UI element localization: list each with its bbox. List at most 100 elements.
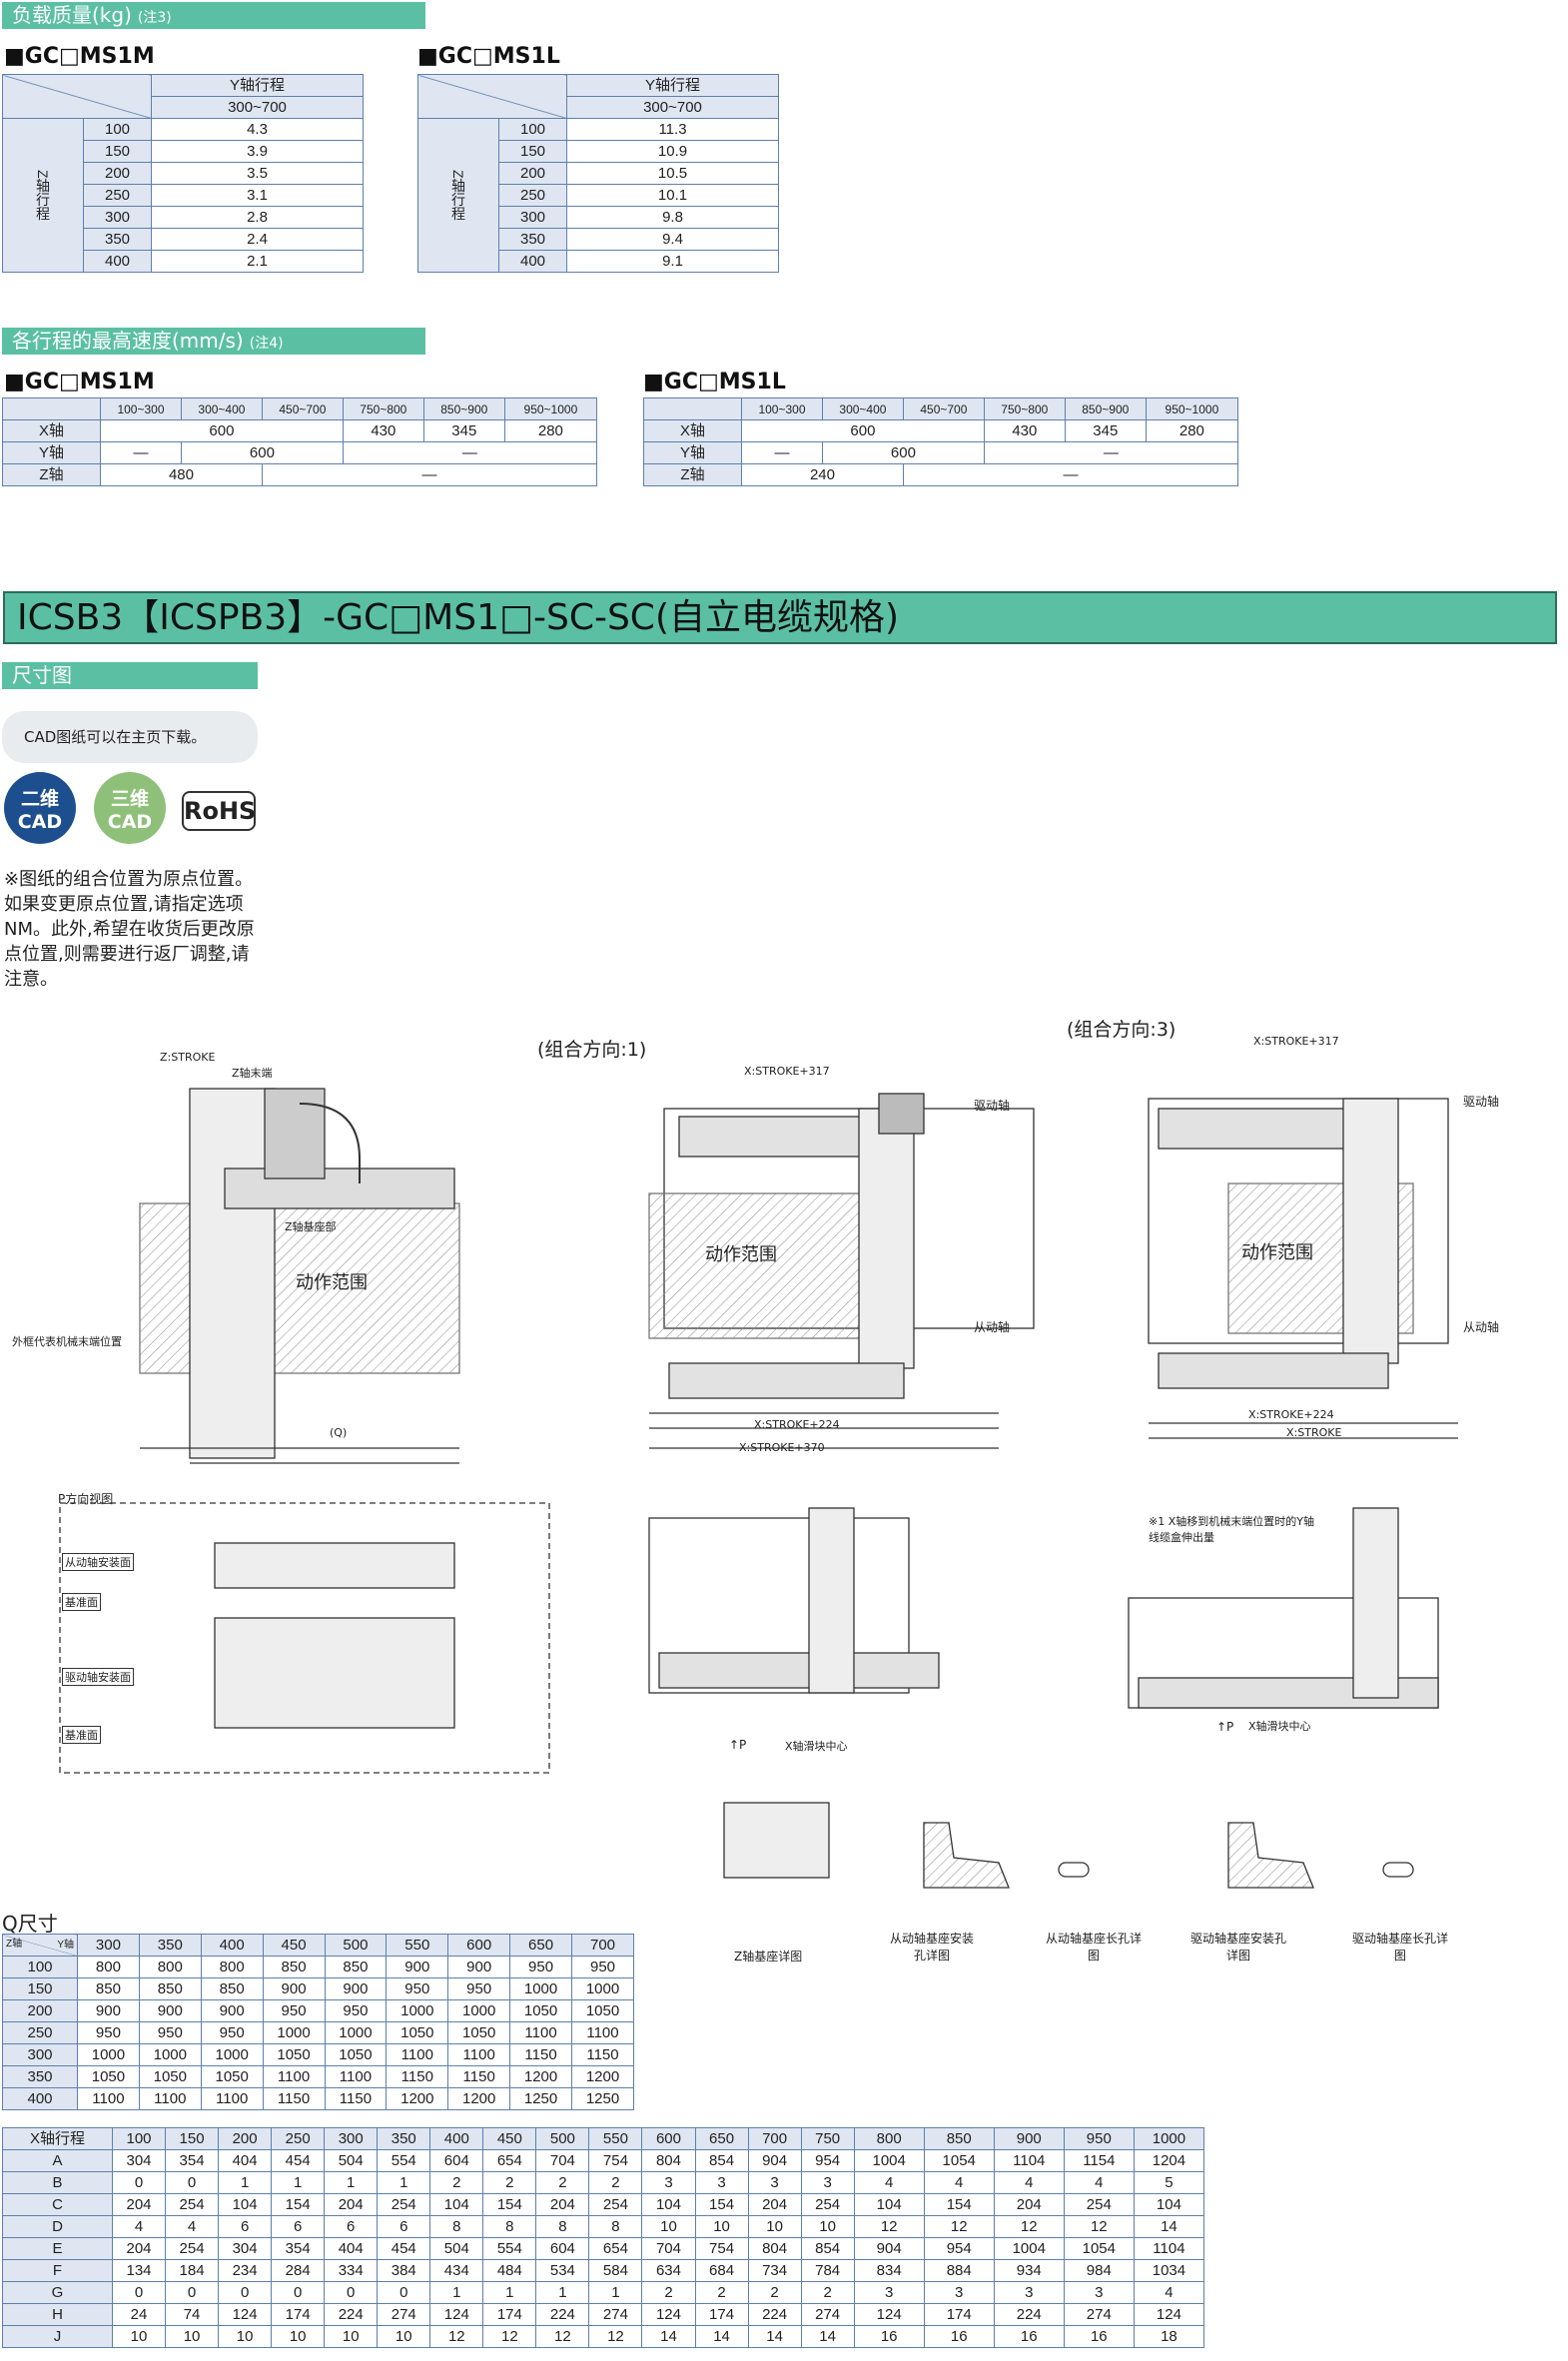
q-value-cell: 950 [262,1999,326,2022]
dim-label-cell: D [2,2215,113,2238]
dim-value-cell: 1 [218,2171,273,2194]
table-row: Y轴—600— [2,441,598,464]
axis-label: Z轴 [643,463,742,486]
dim-label-cell: H [2,2303,113,2326]
y-stroke-header: 400 [200,1934,264,1957]
z-stroke-cell: 200 [2,1999,78,2022]
dim-value-cell: 684 [694,2259,749,2282]
dim-value-cell: 2 [482,2171,537,2194]
dim-value-cell: 4 [993,2171,1065,2194]
speed-cell: 345 [422,419,505,442]
load-value-cell: 10.1 [566,184,779,207]
p-arrow-label: ↑P [729,1738,747,1752]
dim-value-cell: 234 [218,2259,273,2282]
x-stroke-col-header: 750 [800,2127,855,2150]
q-value-cell: 950 [200,2021,264,2044]
driven-axis-label-3: 从动轴 [1463,1320,1500,1334]
dim-value-cell: 4 [853,2171,925,2194]
dim-value-cell: 654 [588,2237,643,2260]
dim-value-cell: 8 [588,2215,643,2238]
drive-mount-label: 驱动轴安装面 [62,1668,134,1686]
q-value-cell: 1100 [200,2087,264,2110]
dim-value-cell: 604 [429,2149,484,2172]
z-stroke-cell: 400 [2,2087,78,2110]
dim-value-cell: 404 [218,2149,273,2172]
dim-value-cell: 2 [535,2171,590,2194]
load-left-model: ■GC□MS1M [4,44,155,69]
dim-value-cell: 1 [588,2281,643,2304]
dim-value-cell: 204 [993,2193,1065,2216]
q-value-cell: 850 [324,1956,388,1978]
dim-value-cell: 3 [923,2281,995,2304]
axis-label: X轴 [643,419,742,442]
speed-cell: — [261,463,598,486]
dim-value-cell: 10 [641,2215,696,2238]
x-stroke-col-header: 100 [111,2127,167,2150]
dim-value-cell: 2 [588,2171,643,2194]
dimension-drawings [59,1088,1458,1889]
q-value-cell: 950 [571,1956,634,1978]
q-value-cell: 1050 [386,2021,449,2044]
dim-value-cell: 404 [324,2237,379,2260]
dim-value-cell: 10 [377,2325,431,2348]
table-row: 300~700 [3,96,364,119]
dim-value-cell: 10 [694,2215,749,2238]
q-value-cell: 1150 [386,2065,449,2088]
q-value-cell: 1200 [571,2065,634,2088]
cad-download-note[interactable]: CAD图纸可以在主页下载。 [2,711,258,763]
stroke-range-header: 850~900 [422,397,505,420]
dim-value-cell: 174 [923,2303,995,2326]
dim-value-cell: 10 [324,2325,379,2348]
q-value-cell: 1150 [509,2043,572,2066]
dim-value-cell: 6 [271,2215,326,2238]
dim-value-cell: 934 [993,2259,1065,2282]
dim-value-cell: 124 [218,2303,273,2326]
x-stroke-col-header: 350 [377,2127,431,2150]
q-value-cell: 1150 [262,2087,326,2110]
q-value-cell: 1050 [77,2065,140,2088]
dim-value-cell: 3 [800,2171,855,2194]
z-stroke-cell: 150 [83,140,152,163]
speed-section-header: 各行程的最高速度(mm/s)(注4) [2,328,425,355]
q-value-cell: 1000 [386,1999,449,2022]
q-value-cell: 1150 [324,2087,388,2110]
dim-value-cell: 2 [694,2281,749,2304]
rohs-badge: RoHS [182,791,256,831]
z-axis-label: Z轴 [6,1939,23,1950]
dim-value-cell: 274 [1063,2303,1135,2326]
x-stroke-col-header: 800 [853,2127,925,2150]
base-face-label: 基准面 [62,1593,101,1611]
q-value-cell: 1000 [138,2043,202,2066]
driven-slot-detail-label: 从动轴基座长孔详图 [1045,1932,1142,1963]
motion-range-label: 动作范围 [296,1272,368,1293]
dim-value-cell: 1 [429,2281,484,2304]
axis-label: Z轴 [2,463,101,486]
x-stroke-224-label: X:STROKE+224 [754,1418,840,1431]
dim-value-cell: 434 [429,2259,484,2282]
dim-value-cell: 704 [641,2237,696,2260]
load-value-cell: 9.8 [566,206,779,229]
dim-value-cell: 74 [165,2303,220,2326]
product-title: ICSB3【ICSPB3】-GC□MS1□-SC-SC(自立电缆规格) [3,591,1557,644]
dim-value-cell: 884 [923,2259,995,2282]
speed-cell: — [902,463,1239,486]
q-value-cell: 1000 [447,1999,511,2022]
dim-value-cell: 224 [747,2303,802,2326]
dim-value-cell: 1 [271,2171,326,2194]
dim-value-cell: 204 [111,2237,167,2260]
speed-cell: — [342,441,598,464]
dim-value-cell: 654 [482,2149,537,2172]
